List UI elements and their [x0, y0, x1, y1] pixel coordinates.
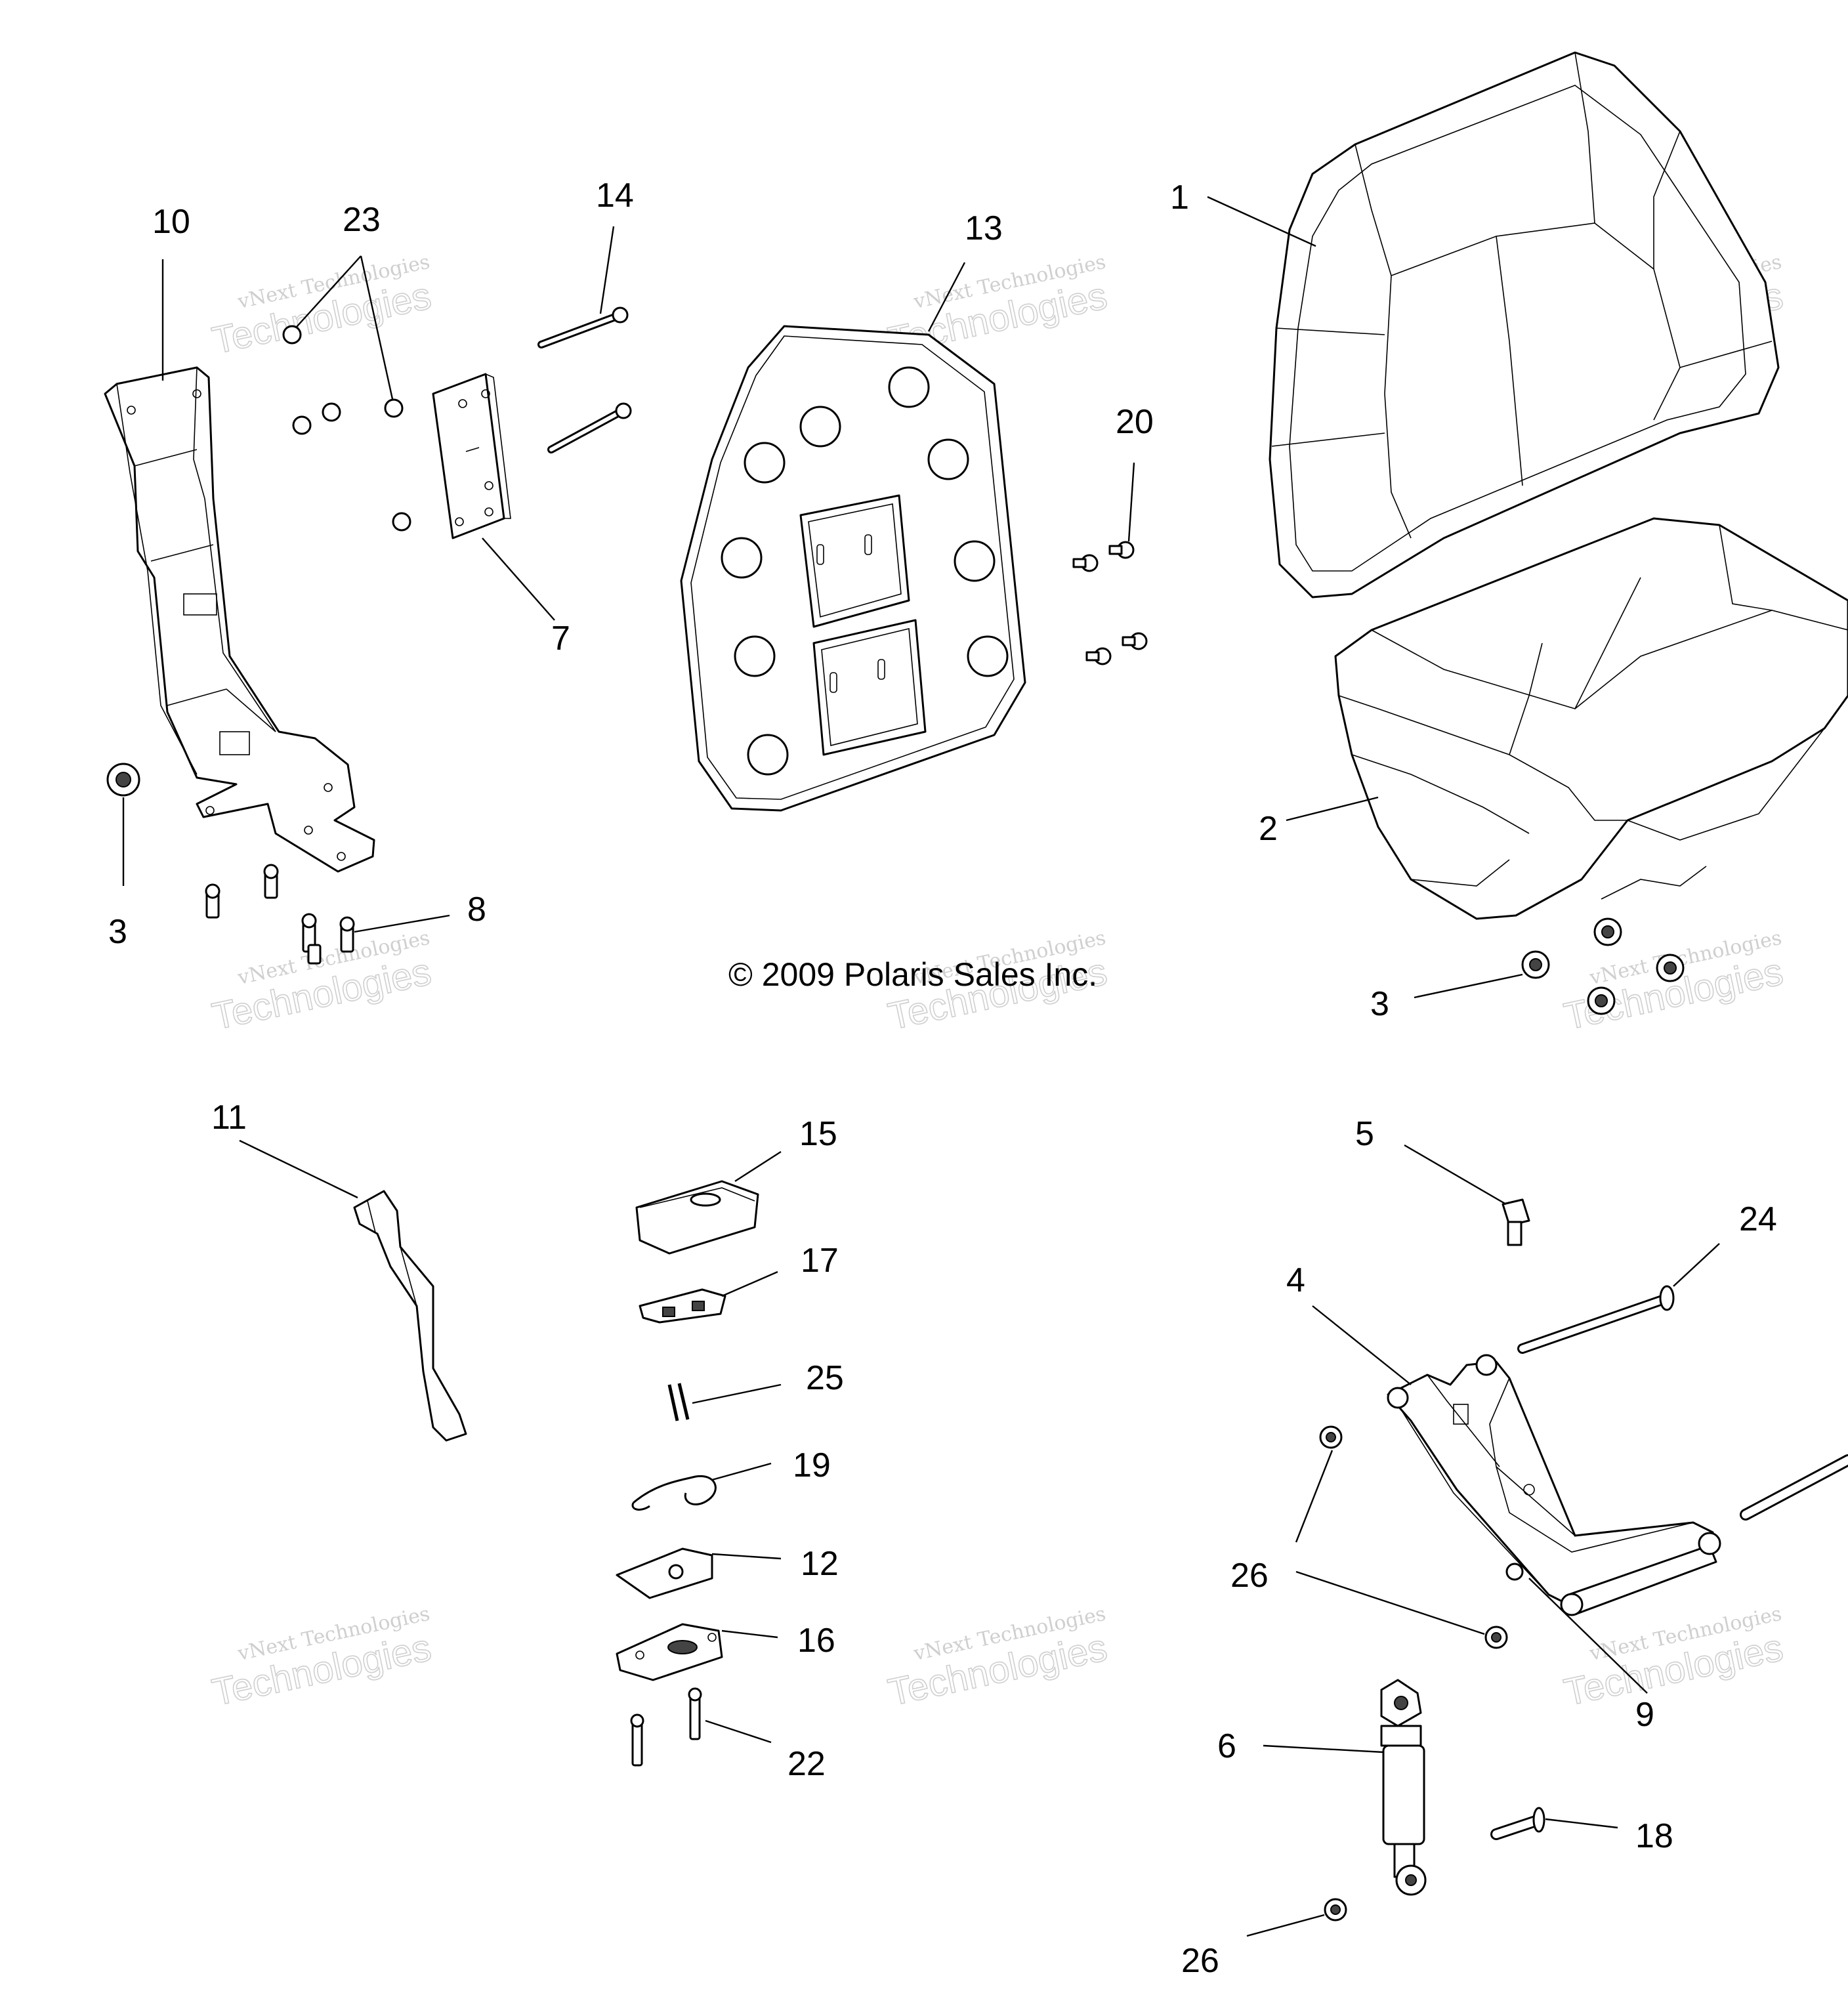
callout-1: 1	[1170, 178, 1189, 217]
part-3-grommet-left	[106, 763, 140, 886]
callout-26-upper: 26	[1230, 1557, 1269, 1595]
callout-3-right: 3	[1370, 985, 1389, 1023]
callout-19: 19	[793, 1446, 831, 1484]
callout-17: 17	[801, 1242, 839, 1280]
callout-5: 5	[1355, 1115, 1374, 1153]
watermark: vNext Technologies Technologies	[884, 1603, 1111, 1715]
part-22-screws	[630, 1687, 772, 1767]
part-11-strap-bracket	[239, 1139, 467, 1442]
callout-labels: 1 2 3 3 4 5 6 7 8 9 10 11 12 13 14 15 16…	[108, 177, 1777, 1980]
part-20-bolts	[1072, 462, 1148, 665]
part-9-rod	[1505, 1454, 1848, 1694]
copyright-notice: © 2009 Polaris Sales Inc.	[728, 956, 1097, 993]
part-10-bracket	[104, 259, 375, 873]
callout-10: 10	[152, 203, 190, 241]
part-19-clip	[631, 1462, 772, 1511]
part-24-long-pin	[1517, 1243, 1720, 1354]
part-6-shock	[1263, 1679, 1427, 1896]
callout-12: 12	[801, 1545, 839, 1583]
callout-20: 20	[1116, 403, 1154, 441]
callout-7: 7	[551, 620, 570, 658]
part-4-swing-arm	[1312, 1305, 1721, 1616]
watermark: vNext Technologies Technologies	[208, 927, 435, 1039]
part-13-backing-panel	[680, 262, 1026, 812]
callout-15: 15	[799, 1115, 837, 1153]
callout-9: 9	[1635, 1696, 1654, 1734]
callout-24: 24	[1739, 1200, 1777, 1238]
part-15-latch-block	[635, 1150, 782, 1255]
callout-22: 22	[788, 1745, 826, 1783]
callout-18: 18	[1635, 1817, 1673, 1855]
watermark: vNext Technologies Technologies	[1560, 927, 1787, 1039]
callout-23: 23	[343, 201, 381, 239]
part-17-latch	[639, 1270, 778, 1324]
callout-6: 6	[1217, 1727, 1236, 1765]
part-14-pins	[537, 226, 632, 453]
part-18-bolt	[1490, 1807, 1618, 1840]
callout-11: 11	[211, 1099, 247, 1137]
callout-16: 16	[797, 1622, 835, 1660]
callout-13: 13	[965, 209, 1003, 247]
part-12-plate	[616, 1547, 782, 1599]
part-1-seat-back	[1207, 51, 1780, 598]
callout-3-left: 3	[108, 913, 127, 951]
watermark: vNext Technologies Technologies	[208, 251, 435, 363]
watermark: vNext Technologies Technologies	[1560, 1603, 1787, 1715]
part-8-screws	[205, 864, 450, 965]
callout-2: 2	[1259, 810, 1278, 848]
callout-4: 4	[1286, 1261, 1305, 1299]
part-23-nuts	[282, 255, 411, 532]
callout-25: 25	[806, 1359, 844, 1397]
part-2-seat-cushion	[1286, 517, 1848, 920]
watermark: vNext Technologies Technologies	[208, 1603, 435, 1715]
callout-26-lower: 26	[1181, 1942, 1219, 1980]
part-7-plate	[432, 373, 555, 621]
part-3-grommets-right	[1414, 917, 1685, 1015]
part-5-bolt	[1404, 1144, 1530, 1246]
part-16-latch-base	[616, 1623, 778, 1681]
callout-8: 8	[467, 891, 486, 929]
part-26-nuts	[1246, 1425, 1508, 1937]
part-25-pins	[667, 1383, 782, 1421]
callout-14: 14	[596, 177, 634, 215]
